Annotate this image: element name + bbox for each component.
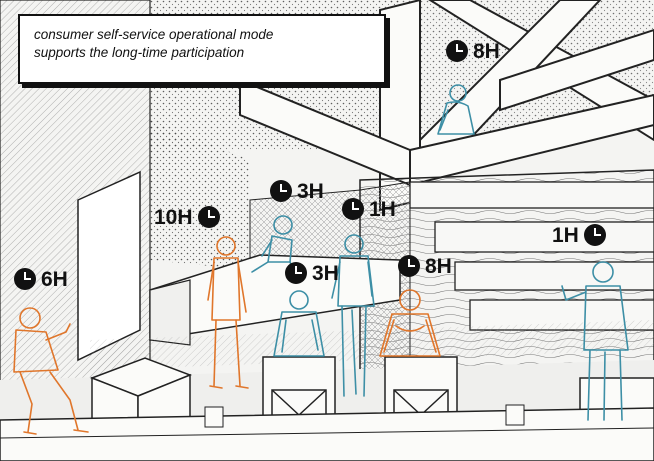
duration-label: 6H <box>41 269 68 290</box>
clock-icon <box>285 262 307 284</box>
duration-tag: 6H <box>14 268 68 290</box>
left-doorway <box>78 172 140 360</box>
duration-label: 3H <box>297 181 324 202</box>
duration-tag: 3H <box>270 180 324 202</box>
clock-icon <box>342 198 364 220</box>
duration-tag: 1H <box>342 198 396 220</box>
duration-label: 3H <box>312 263 339 284</box>
duration-label: 1H <box>369 199 396 220</box>
caption-line-2: supports the long-time participation <box>34 44 370 62</box>
clock-icon <box>14 268 36 290</box>
caption-line-1: consumer self-service operational mode <box>34 26 370 44</box>
duration-label: 8H <box>425 256 452 277</box>
clock-icon <box>270 180 292 202</box>
duration-label: 1H <box>552 225 579 246</box>
caption-box: consumer self-service operational mode s… <box>18 14 386 84</box>
clock-icon <box>584 224 606 246</box>
duration-label: 10H <box>154 207 193 228</box>
duration-label: 8H <box>473 41 500 62</box>
duration-tag: 10H <box>154 206 220 228</box>
clock-icon <box>198 206 220 228</box>
duration-tag: 8H <box>398 255 452 277</box>
duration-tag: 1H <box>552 224 606 246</box>
clock-icon <box>398 255 420 277</box>
duration-tag: 3H <box>285 262 339 284</box>
duration-tag: 8H <box>446 40 500 62</box>
clock-icon <box>446 40 468 62</box>
